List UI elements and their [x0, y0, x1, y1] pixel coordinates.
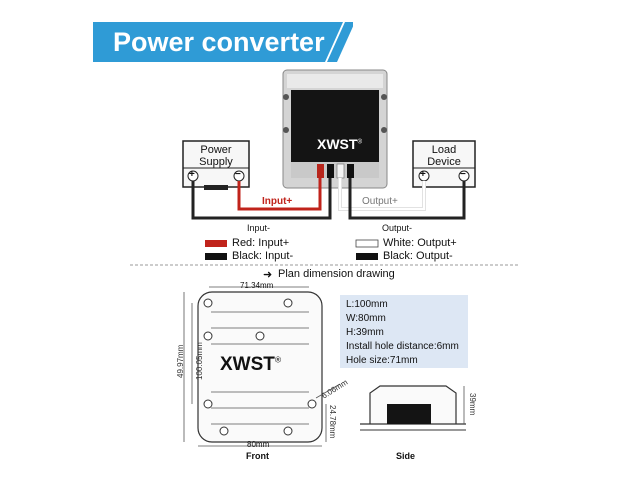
- front-dim-right: 24.78mm: [328, 405, 337, 439]
- legend-white-output-plus: White: Output+: [383, 237, 457, 249]
- converter-mark: ®: [357, 138, 363, 146]
- converter-unit: [282, 69, 388, 189]
- front-view-brand: XWST®: [220, 354, 281, 376]
- legend-black-input-minus: Black: Input-: [232, 250, 294, 262]
- converter-brand-text: XWST: [317, 136, 358, 152]
- power-supply-label: Power Supply: [183, 144, 249, 168]
- load-device-minus: −: [460, 169, 466, 180]
- power-supply-minus: −: [235, 169, 241, 180]
- legend-red-input-plus: Red: Input+: [232, 237, 290, 249]
- legend-swatches: [205, 239, 379, 260]
- dimension-width: W:80mm: [346, 313, 386, 324]
- front-dim-left-outer: 49.97mm: [176, 344, 185, 378]
- section-arrow-icon: ➜: [263, 269, 273, 281]
- dimension-hole-size: Hole size:71mm: [346, 355, 418, 366]
- side-view-drawing: [360, 385, 466, 431]
- title-banner: Power converter: [93, 22, 353, 62]
- converter-brand: XWST®: [317, 136, 362, 152]
- front-dim-top: 71.34mm: [240, 281, 274, 290]
- front-view-mark: ®: [274, 354, 282, 365]
- power-supply-box: [182, 140, 250, 190]
- side-dim-height: 39mm: [468, 393, 477, 416]
- dimensions-panel: L:100mm W:80mm H:39mm Install hole dista…: [340, 295, 468, 368]
- output-minus-wire: [348, 178, 466, 220]
- page-title: Power converter: [113, 27, 325, 57]
- front-view-brand-text: XWST: [220, 354, 275, 375]
- output-plus-label: Output+: [362, 196, 398, 207]
- power-supply-label-line2: Supply: [199, 156, 233, 168]
- input-plus-label: Input+: [262, 196, 293, 207]
- power-supply-plus: +: [189, 169, 195, 180]
- side-view-label: Side: [396, 451, 416, 461]
- load-device-label-line2: Device: [427, 156, 461, 168]
- legend-black-output-minus: Black: Output-: [383, 250, 453, 262]
- banner-shape: [93, 22, 353, 62]
- load-device-label: Load Device: [413, 144, 475, 168]
- power-supply-label-line1: Power: [200, 144, 232, 156]
- load-device-box: [412, 140, 476, 188]
- load-device-label-line1: Load: [431, 144, 457, 156]
- input-minus-label: Input-: [247, 223, 271, 233]
- dimension-install-hole: Install hole distance:6mm: [346, 341, 459, 352]
- section-title: Plan dimension drawing: [278, 268, 395, 280]
- dimension-length: L:100mm: [346, 299, 388, 310]
- output-minus-label: Output-: [382, 223, 413, 233]
- load-device-plus: +: [420, 169, 426, 180]
- front-view-drawing: [183, 286, 341, 447]
- front-view-label: Front: [246, 451, 269, 461]
- input-plus-wire: [237, 178, 322, 211]
- dimension-height: H:39mm: [346, 327, 384, 338]
- front-dim-bottom: 80mm: [247, 440, 270, 449]
- front-dim-left-inner: 100.05mm: [195, 342, 204, 380]
- output-plus-wire: [338, 178, 426, 211]
- input-minus-wire: [191, 178, 332, 220]
